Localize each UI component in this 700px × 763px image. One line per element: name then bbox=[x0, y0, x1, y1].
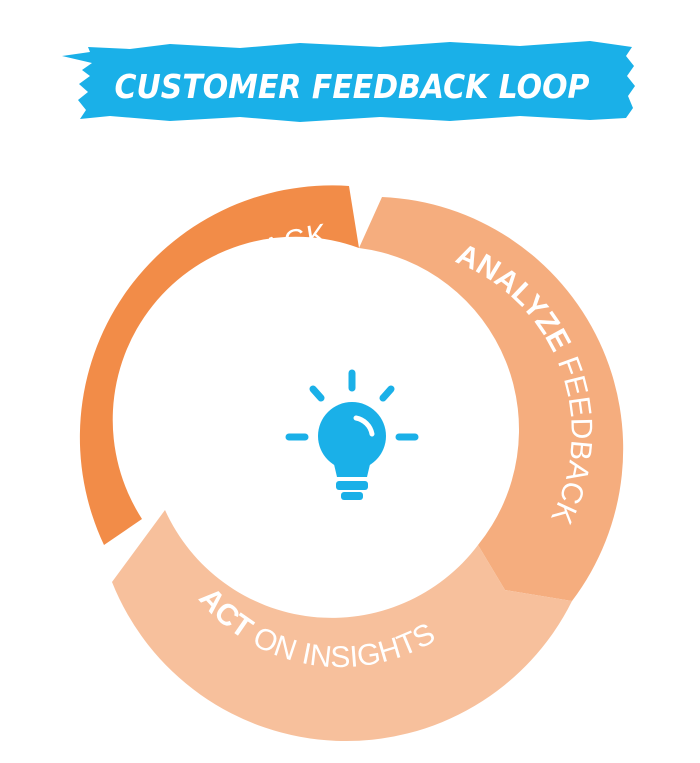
act-on-insights-segment bbox=[112, 510, 572, 742]
gather-feedback-segment bbox=[79, 185, 360, 545]
segment-act: ACT ON INSIGHTS bbox=[112, 510, 572, 742]
segment-analyze: ANALYZE FEEDBACK bbox=[359, 197, 624, 601]
title-banner-shape bbox=[62, 41, 635, 122]
gather-label-bold: GATHER bbox=[138, 320, 196, 454]
lightbulb-icon bbox=[285, 369, 419, 500]
analyze-feedback-segment bbox=[359, 197, 624, 601]
title-banner: CUSTOMER FEEDBACK LOOP bbox=[62, 41, 635, 122]
segment-gather: GATHER FEEDBACK bbox=[79, 185, 360, 545]
page-title: CUSTOMER FEEDBACK LOOP bbox=[115, 67, 590, 106]
